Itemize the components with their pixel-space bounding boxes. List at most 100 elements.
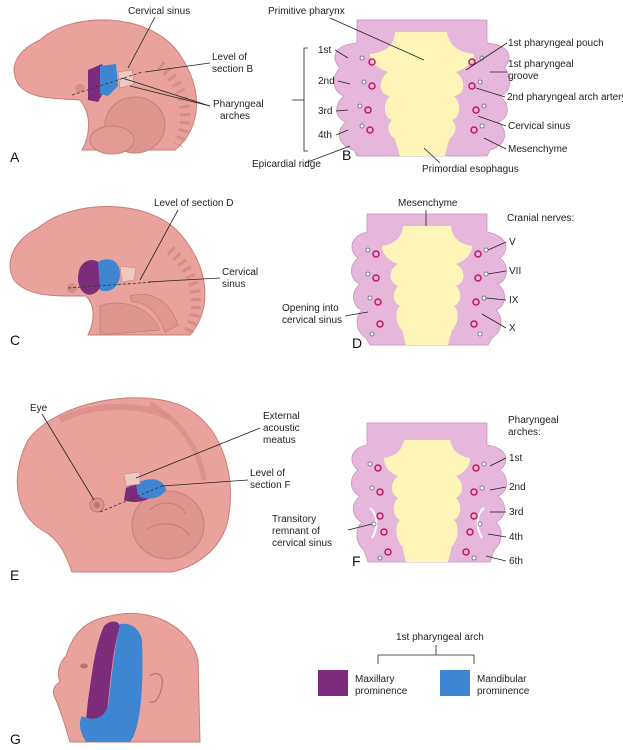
label-level-d: Level of section D — [154, 198, 234, 209]
label-cervical-sinus-a: Cervical sinus — [128, 6, 190, 17]
legend-swatch-maxillary — [318, 670, 348, 696]
mandibular-swelling-c — [98, 259, 120, 292]
label-mesenchyme-b: Mesenchyme — [508, 144, 568, 155]
legend-bracket — [377, 645, 475, 664]
mandibular-swelling-a — [100, 64, 118, 96]
label-transitory-3: cervical sinus — [272, 538, 332, 549]
label-pharyngeal-heading-1: Pharyngeal — [508, 415, 559, 426]
embryo-a — [13, 19, 197, 155]
label-eye: Eye — [30, 403, 48, 414]
leader-nerve-ix — [485, 297, 507, 301]
label-arches-a-2: arches — [220, 111, 250, 122]
panel-letter-d: D — [352, 335, 362, 351]
section-f — [351, 422, 507, 563]
arch-vessels-f — [374, 464, 480, 556]
leader-cervical-sinus-c — [147, 277, 221, 283]
leader-nerve-x — [481, 313, 507, 329]
label-level-f-1: Level of — [250, 468, 285, 479]
face-g — [53, 612, 201, 743]
label-mesenchyme-d: Mesenchyme — [398, 198, 458, 209]
label-artery: 2nd pharyngeal arch artery — [507, 92, 623, 103]
label-cranial-nerves: Cranial nerves: — [507, 213, 574, 224]
section-d — [351, 213, 507, 346]
label-arch-1-f: 1st — [509, 453, 523, 464]
label-pharyngeal-heading-2: arches: — [508, 427, 541, 438]
leader-arches-a-1 — [121, 77, 211, 107]
leader-arch-4-b — [335, 129, 349, 136]
arch-vessels-d — [372, 250, 482, 328]
maxillary-region-g — [86, 621, 120, 725]
leader-mesenchyme-b — [483, 137, 507, 150]
panel-letter-c: C — [10, 332, 20, 348]
label-arch-1-b: 1st — [318, 45, 332, 56]
label-transitory-2: remnant of — [272, 526, 320, 537]
leader-level-f — [161, 479, 249, 487]
section-b — [333, 19, 511, 157]
label-level-f-2: section F — [250, 480, 291, 491]
leader-arch-6-f — [485, 555, 507, 562]
bracket-arches-b — [292, 47, 308, 152]
arch-vessels-b — [364, 58, 480, 134]
label-arch-4-f: 4th — [509, 532, 523, 543]
maxillary-swelling-c — [78, 259, 105, 295]
label-nerve-vii: VII — [509, 266, 521, 277]
panel-letter-a: A — [10, 149, 20, 165]
label-groove-2: groove — [508, 71, 539, 82]
leader-arch-2-b — [337, 80, 351, 85]
label-cervical-sinus-c-2: sinus — [222, 279, 245, 290]
leader-epicardial — [304, 145, 351, 164]
label-arch-2-b: 2nd — [318, 76, 335, 87]
leader-arch-2-f — [489, 486, 507, 491]
arch-nerves-f — [367, 461, 487, 561]
label-nerve-x: X — [509, 323, 516, 334]
panel-letter-b: B — [342, 147, 351, 163]
label-opening-1: Opening into — [282, 303, 339, 314]
label-arch-3-f: 3rd — [509, 507, 523, 518]
label-esophagus: Primordial esophagus — [422, 164, 519, 175]
leader-arch-4-f — [487, 533, 507, 538]
label-level-b-2: section B — [212, 64, 253, 75]
label-nerve-v: V — [509, 237, 516, 248]
leader-transitory — [347, 523, 373, 531]
leader-opening — [344, 311, 369, 317]
label-meatus-3: meatus — [263, 435, 296, 446]
label-mandibular-2: prominence — [477, 686, 530, 697]
label-nerve-ix: IX — [509, 295, 519, 306]
leader-arch-1-f — [489, 457, 507, 467]
arch-nerves-b — [357, 55, 487, 129]
arch-nerves-d — [365, 247, 489, 337]
leader-arch-3-b — [335, 109, 349, 112]
label-transitory-1: Transitory — [272, 514, 316, 525]
leader-cervical-sinus-a — [127, 16, 156, 69]
label-mandibular-1: Mandibular — [477, 674, 527, 685]
label-arches-a-1: Pharyngeal — [213, 99, 264, 110]
label-groove-1: 1st pharyngeal — [508, 59, 574, 70]
leader-artery — [475, 87, 506, 98]
label-arch-2-f: 2nd — [509, 482, 526, 493]
embryo-e — [16, 397, 231, 573]
leader-primitive-pharynx — [329, 17, 425, 61]
label-maxillary-1: Maxillary — [355, 674, 394, 685]
leader-arches-a-2 — [129, 85, 211, 107]
leader-level-d — [139, 209, 179, 281]
label-opening-2: cervical sinus — [282, 315, 342, 326]
panel-letter-f: F — [352, 553, 361, 569]
label-maxillary-2: prominence — [355, 686, 408, 697]
leader-pouch — [465, 42, 508, 71]
label-pouch: 1st pharyngeal pouch — [508, 38, 604, 49]
label-cervical-sinus-b: Cervical sinus — [508, 121, 570, 132]
label-epicardial: Epicardial ridge — [252, 159, 321, 170]
label-primitive-pharynx: Primitive pharynx — [268, 6, 345, 17]
panel-letter-g: G — [10, 731, 21, 747]
leader-arch-1-b — [334, 49, 349, 59]
label-meatus-2: acoustic — [263, 423, 300, 434]
embryo-c — [9, 206, 206, 336]
leader-meatus — [135, 427, 261, 479]
leader-nerve-v — [487, 241, 507, 251]
legend-swatch-mandibular — [440, 670, 470, 696]
mandibular-region-g — [79, 623, 143, 742]
panel-letter-e: E — [10, 567, 19, 583]
leader-eye — [41, 413, 95, 501]
label-arch-4-b: 4th — [318, 130, 332, 141]
